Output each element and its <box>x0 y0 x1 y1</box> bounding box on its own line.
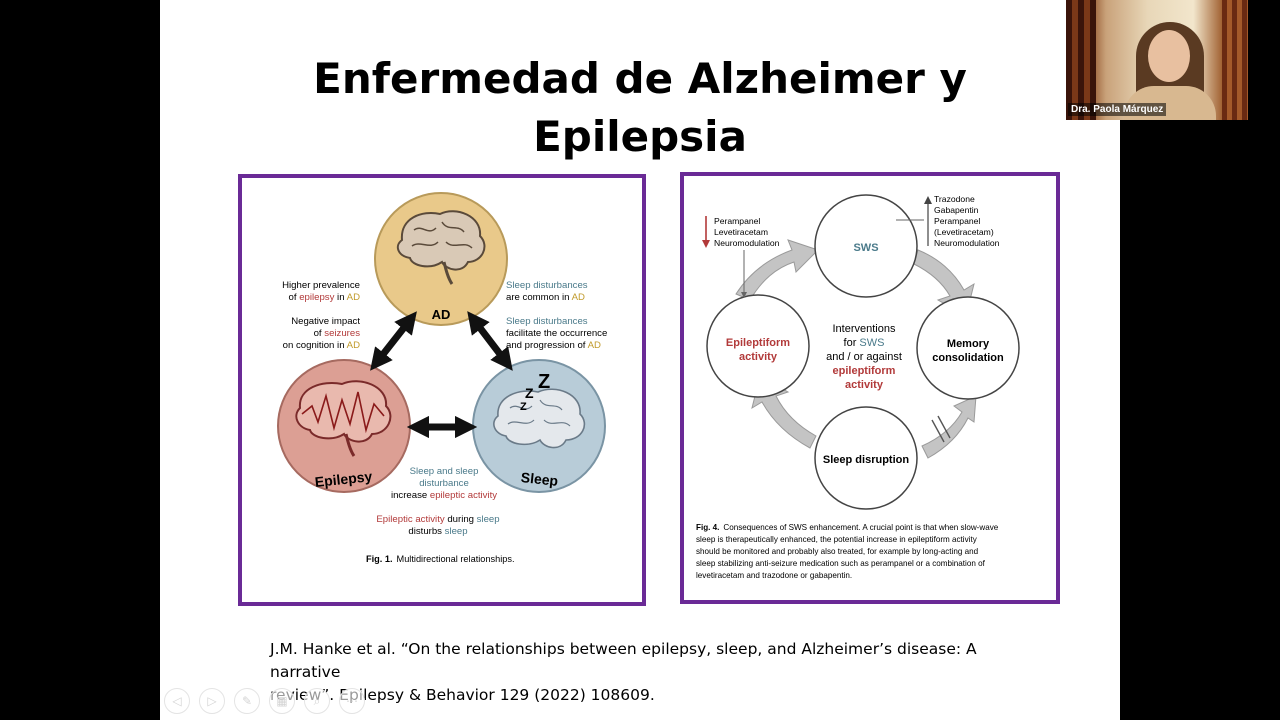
slides-grid-icon[interactable]: ▦ <box>269 688 295 714</box>
node-memory <box>916 296 1020 400</box>
speaker-face <box>1148 30 1190 82</box>
webcam-background <box>1066 0 1096 120</box>
center-interventions: Interventions for SWS and / or against e… <box>826 323 902 391</box>
figure-4-caption-line-5: levetiracetam and trazodone or gabapenti… <box>696 571 852 580</box>
figure-4-caption-line-1: Fig. 4.Consequences of SWS enhancement. … <box>696 523 999 532</box>
zoom-icon[interactable]: ⌕ <box>304 688 330 714</box>
left-a-line-2: of epilepsy in AD <box>289 292 361 303</box>
participant-name: Dra. Paola Márquez <box>1068 103 1167 116</box>
citation-line-2: review”. Epilepsy & Behavior 129 (2022) … <box>270 686 655 704</box>
up-drug-5: Neuromodulation <box>934 238 1000 248</box>
down-connector-head <box>741 292 747 298</box>
center-line-1: Interventions <box>833 323 896 335</box>
figure-4-caption-line-3: should be monitored and probably also tr… <box>696 547 978 556</box>
arrow-sleep-to-mem <box>921 395 977 459</box>
figure-4-sws-consequences: SWS Epileptiform activity Memory consoli… <box>680 172 1060 604</box>
left-b-line-2: of seizures <box>314 328 361 339</box>
brain-icon <box>396 210 486 285</box>
down-drug-2: Levetiracetam <box>714 227 768 237</box>
right-a-line-2: are common in AD <box>506 292 585 303</box>
brain-sleep-icon <box>493 388 586 449</box>
epilepsy-label: Epilepsy <box>314 468 373 490</box>
figure-1-diagram: Z Z Z AD Epilepsy Sleep Higher prevalenc… <box>277 192 607 564</box>
center-line-5: activity <box>845 379 884 391</box>
up-arrow-head <box>924 196 932 204</box>
center-line-4: epileptiform <box>833 365 896 377</box>
node-sleep-label: Sleep disruption <box>823 454 909 466</box>
next-slide-icon[interactable]: ▷ <box>199 688 225 714</box>
right-b-line-2: facilitate the occurrence <box>506 328 607 339</box>
center-line-2: for SWS <box>844 337 885 349</box>
down-drug-3: Neuromodulation <box>714 238 780 248</box>
more-options-icon[interactable]: ⋯ <box>339 688 365 714</box>
webcam-background-right <box>1222 0 1248 120</box>
node-mem-label-2: consolidation <box>932 352 1004 364</box>
left-annotations: Higher prevalence of epilepsy in AD Nega… <box>282 280 360 351</box>
right-a-line-1: Sleep disturbances <box>506 280 588 291</box>
up-drug-3: Perampanel <box>934 216 980 226</box>
slide-title: Enfermedad de Alzheimer y Epilepsia <box>160 50 1120 166</box>
sleep-label: Sleep <box>520 469 559 489</box>
figure-4-caption: Fig. 4.Consequences of SWS enhancement. … <box>696 523 999 580</box>
blocked-mark-1 <box>931 419 945 443</box>
slide-controls: ◁ ▷ ✎ ▦ ⌕ ⋯ <box>164 688 365 714</box>
right-b-line-1: Sleep disturbances <box>506 316 588 327</box>
sleep-z-large: Z <box>538 371 550 393</box>
node-epileptiform <box>706 294 810 398</box>
left-b-line-3: on cognition in AD <box>283 340 360 351</box>
figure-1-multidirectional: Z Z Z AD Epilepsy Sleep Higher prevalenc… <box>238 174 646 606</box>
down-arrow-head <box>702 240 710 248</box>
bottom-b-line-1: Epileptic activity during sleep <box>376 514 499 525</box>
up-drug-list: Trazodone Gabapentin Perampanel (Levetir… <box>934 194 1000 248</box>
bottom-a-line-1: Sleep and sleep <box>410 466 479 477</box>
pen-icon[interactable]: ✎ <box>234 688 260 714</box>
previous-slide-icon[interactable]: ◁ <box>164 688 190 714</box>
node-epi-label-2: activity <box>739 351 778 363</box>
node-mem-label-1: Memory <box>947 338 990 350</box>
up-drug-1: Trazodone <box>934 194 975 204</box>
sleep-z-medium: Z <box>525 385 534 401</box>
center-line-3: and / or against <box>826 351 902 363</box>
bottom-b-line-2: disturbs sleep <box>408 526 467 537</box>
ad-label: AD <box>432 307 451 322</box>
down-drug-1: Perampanel <box>714 216 760 226</box>
bottom-a-line-2: disturbance <box>419 478 469 489</box>
slide-title-line-1: Enfermedad de Alzheimer y <box>313 54 967 103</box>
figure-1-caption: Fig. 1.Multidirectional relationships. <box>366 554 515 564</box>
arrow-epilepsy-ad <box>370 311 417 371</box>
node-sws <box>814 194 918 298</box>
left-b-line-1: Negative impact <box>291 316 360 327</box>
figure-4-diagram: SWS Epileptiform activity Memory consoli… <box>696 194 1020 580</box>
down-drug-list: Perampanel Levetiracetam Neuromodulation <box>714 216 780 248</box>
right-b-line-3: and progression of AD <box>506 340 601 351</box>
sleep-z-small: Z <box>520 401 527 413</box>
left-a-line-1: Higher prevalence <box>282 280 360 291</box>
brain-eeg-icon <box>295 380 392 457</box>
presentation-slide: Enfermedad de Alzheimer y Epilepsia <box>160 0 1120 720</box>
node-sws-label: SWS <box>853 242 878 254</box>
arrow-ad-sleep <box>467 311 513 371</box>
node-sleep-disruption <box>814 406 918 510</box>
citation: J.M. Hanke et al. “On the relationships … <box>270 638 1050 707</box>
up-drug-2: Gabapentin <box>934 205 979 215</box>
bottom-a-line-3: increase epileptic activity <box>391 490 497 501</box>
node-epi-label-1: Epileptiform <box>726 337 790 349</box>
up-drug-4: (Levetiracetam) <box>934 227 994 237</box>
blocked-mark-2 <box>937 415 951 439</box>
figure-4-caption-line-4: sleep stabilizing anti-seizure medicatio… <box>696 559 986 568</box>
slide-title-line-2: Epilepsia <box>533 112 747 161</box>
citation-line-1: J.M. Hanke et al. “On the relationships … <box>270 640 977 681</box>
figure-4-caption-line-2: sleep is therapeutically enhanced, the p… <box>696 535 978 544</box>
webcam-video-tile[interactable]: Dra. Paola Márquez <box>1066 0 1248 120</box>
arrow-epi-to-sws <box>735 239 819 301</box>
bottom-annotations: Sleep and sleep disturbance increase epi… <box>376 466 499 537</box>
right-annotations: Sleep disturbances are common in AD Slee… <box>506 280 607 351</box>
